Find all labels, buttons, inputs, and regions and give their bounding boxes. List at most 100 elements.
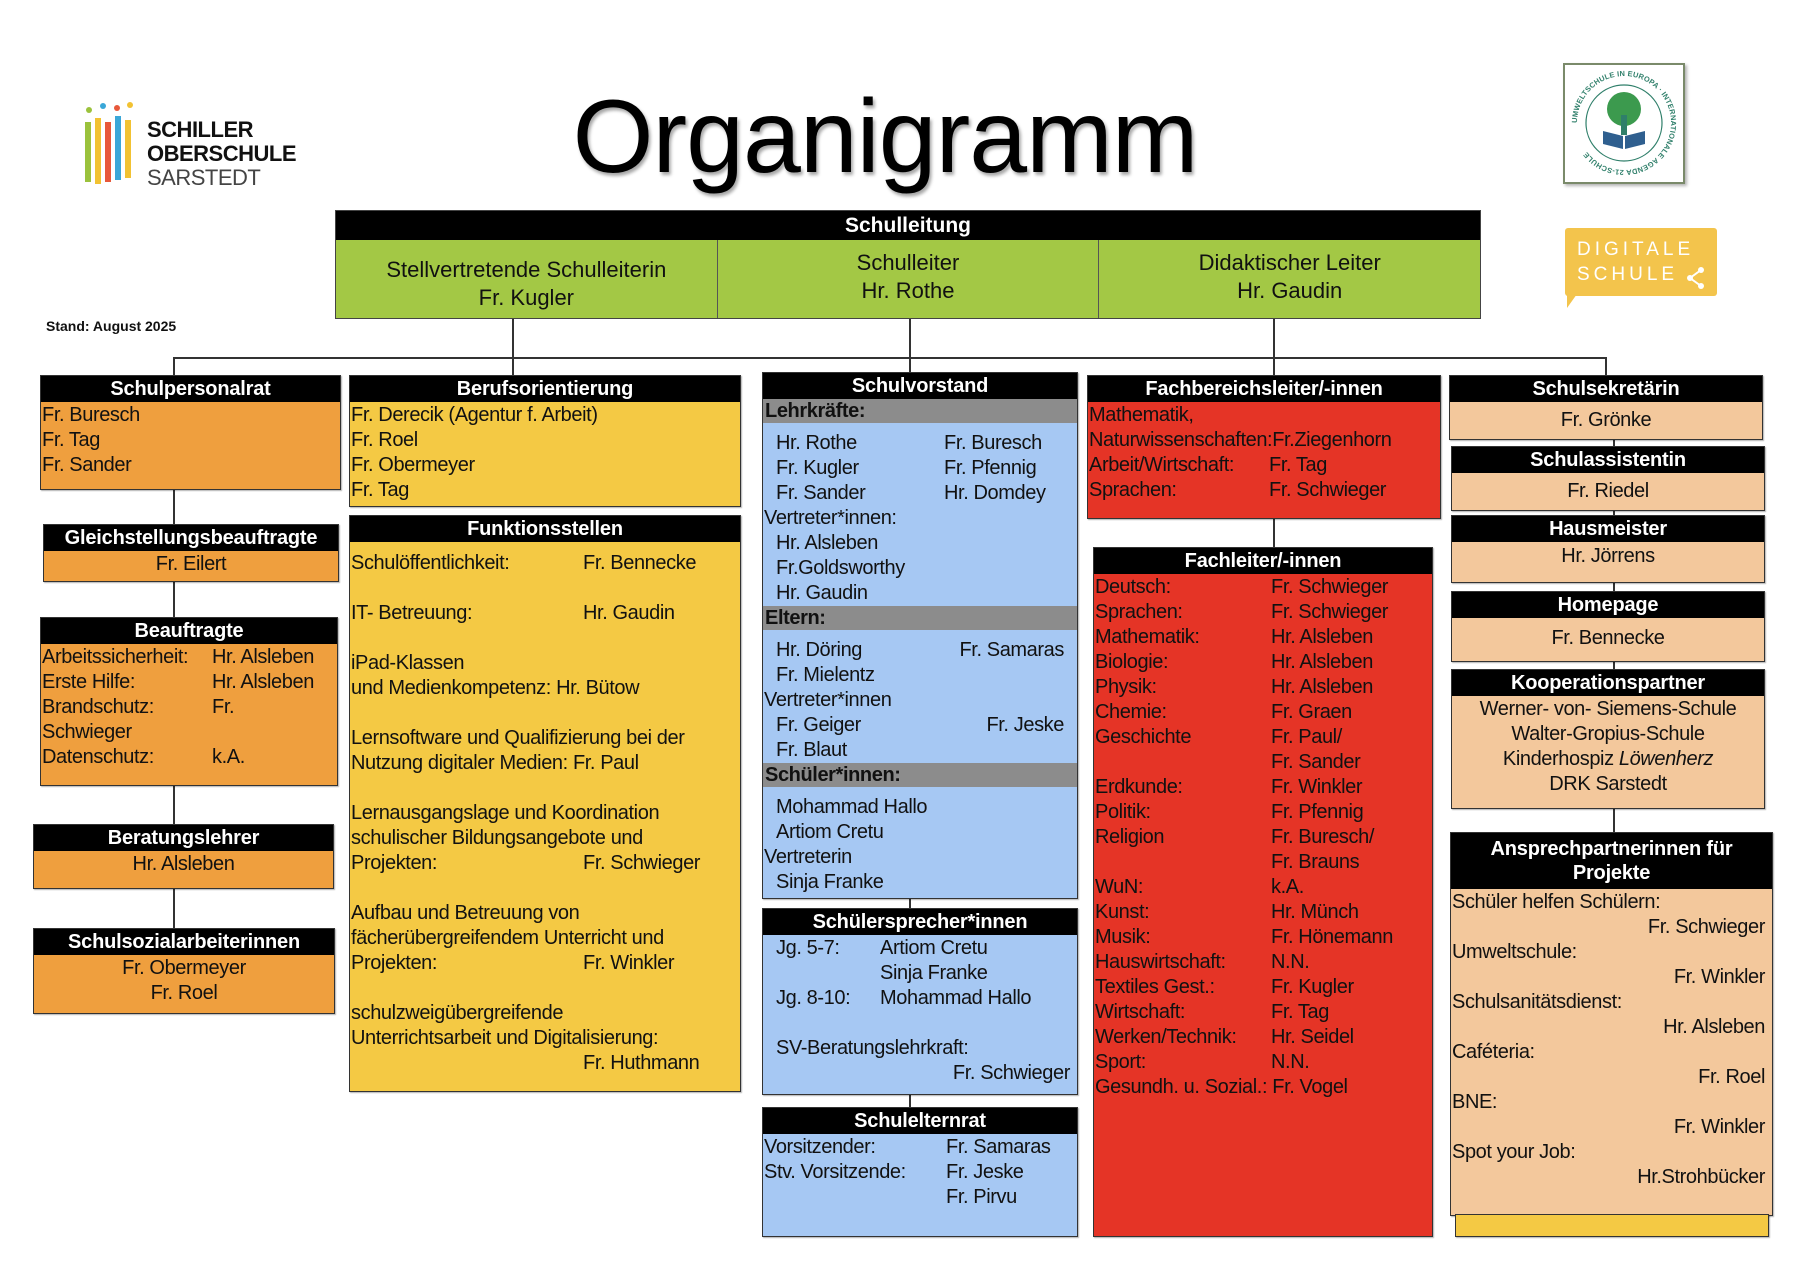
list-item: Physik:Hr. Alsleben: [1095, 675, 1431, 700]
homepage-title: Homepage: [1452, 592, 1764, 618]
entry-text: Nutzung digitaler Medien: Fr. Paul: [351, 752, 639, 774]
list-item: Textiles Gest.: Fr. Kugler: [1095, 975, 1431, 1000]
entry-value: Fr. Bennecke: [583, 552, 697, 574]
entry-label: Brandschutz:: [42, 696, 154, 718]
list-item: Fr. Sander Hr. Domdey: [764, 481, 1076, 506]
list-item: Fr. Riedel: [1453, 479, 1763, 504]
list-item: Vertreterin: [764, 845, 1076, 870]
entry-value: Hr. Seidel: [1271, 1026, 1354, 1048]
entry-value: Artiom Cretu: [880, 937, 988, 959]
entry-value: Fr. Schwieger: [1271, 576, 1389, 598]
entry-label: Projekten:: [351, 952, 438, 974]
decorative-strip: [1455, 1214, 1769, 1237]
entry-label: Erste Hilfe:: [42, 671, 136, 693]
entry-text: Hr. Alsleben: [132, 853, 235, 875]
entry-text: Lernsoftware und Qualifizierung bei der: [351, 727, 685, 749]
entry-value: Hr. Alsleben: [1663, 1016, 1765, 1038]
gleichstellung-title: Gleichstellungsbeauftragte: [44, 525, 338, 551]
tree-book-icon: UMWELTSCHULE IN EUROPA · INTERNATIONALE …: [1570, 69, 1678, 177]
entry-label: Geschichte: [1095, 726, 1192, 748]
entry-value: N.N.: [1271, 951, 1310, 973]
entry-label: Textiles Gest.:: [1095, 976, 1215, 998]
schulelternrat-title: Schulelternrat: [763, 1108, 1077, 1134]
entry-value: Fr. Pirvu: [946, 1186, 1017, 1208]
entry-label: Hr. Rothe: [776, 432, 857, 454]
entry-value: Fr. Brauns: [1271, 851, 1360, 873]
entry-text: Fr. Grönke: [1560, 409, 1652, 431]
list-item: Gesundh. u. Sozial.: Fr. Vogel: [1095, 1075, 1431, 1100]
entry-label: Arbeitssicherheit:: [42, 646, 189, 668]
entry-label: Sprachen:: [1095, 601, 1183, 623]
entry-text: und Medienkompetenz: Hr. Bütow: [351, 677, 640, 699]
ansprechpartner-title: Ansprechpartnerinnen für Projekte: [1451, 833, 1772, 889]
list-item: Fr. Blaut: [764, 738, 1076, 763]
list-item: Deutsch:Fr. Schwieger: [1095, 575, 1431, 600]
umweltschule-logo: UMWELTSCHULE IN EUROPA · INTERNATIONALE …: [1563, 63, 1685, 184]
entry-label: Fr. Sander: [776, 482, 866, 504]
connector-line: [173, 357, 1606, 359]
entry-label: Projekten:: [351, 852, 438, 874]
schulsozial-title: Schulsozialarbeiterinnen: [34, 929, 334, 955]
schulassistentin-title: Schulassistentin: [1452, 447, 1764, 473]
entry-value: Fr. Schwieger: [1269, 479, 1387, 501]
list-item: Umweltschule:: [1452, 940, 1771, 965]
connector-line: [1273, 515, 1275, 550]
entry-text: Fr. Derecik (Agentur f. Arbeit): [351, 404, 598, 426]
list-item: Fr. Schwieger: [764, 1061, 1076, 1086]
entry-value: Fr. Samaras: [959, 639, 1064, 661]
list-item: schulzweigübergreifende: [351, 1001, 739, 1026]
leadership-name: Fr. Kugler: [478, 285, 575, 310]
list-item: Sinja Franke: [764, 961, 1076, 986]
school-logo-line1: SCHILLER: [147, 117, 254, 142]
entry-text: Hr. Alsleben: [776, 532, 878, 554]
entry-value: Fr. Winkler: [1271, 776, 1363, 798]
leadership-role: Didaktischer Leiter: [1198, 250, 1381, 275]
entry-text: Fr. Obermeyer: [351, 454, 475, 476]
list-item: Arbeitssicherheit:Hr. Alsleben: [42, 645, 336, 670]
list-item: Hr. Alsleben: [35, 852, 332, 877]
entry-text: Unterrichtsarbeit und Digitalisierung:: [351, 1027, 659, 1049]
entry-value: Fr. Schwieger: [1647, 916, 1765, 938]
entry-label: Sport:: [1095, 1051, 1146, 1073]
entry-label: Biologie:: [1095, 651, 1169, 673]
entry-text: Mohammad Hallo: [776, 796, 928, 818]
entry-value: Fr. Winkler: [1673, 1116, 1766, 1138]
entry-label: [764, 1185, 946, 1210]
list-item: SV-Beratungslehrkraft:: [764, 1036, 1076, 1061]
beratungslehrer-title: Beratungslehrer: [34, 825, 333, 851]
entry-value: Fr. Kugler: [1271, 976, 1354, 998]
entry-text: BNE:: [1452, 1091, 1498, 1113]
list-item: Schwieger: [42, 720, 336, 745]
list-item: Lernausgangslage und Koordination: [351, 801, 739, 826]
list-item: Hauswirtschaft:N.N.: [1095, 950, 1431, 975]
entry-value: Hr. Domdey: [944, 482, 1046, 504]
list-item: Aufbau und Betreuung von: [351, 901, 739, 926]
entry-value: Hr. Alsleben: [212, 671, 314, 693]
fachbereichsleiter-title: Fachbereichsleiter/-innen: [1088, 376, 1440, 402]
entry-text: DRK Sarstedt: [1549, 773, 1667, 795]
list-item: Schüler helfen Schülern:: [1452, 890, 1771, 915]
list-item: Werken/Technik:Hr. Seidel: [1095, 1025, 1431, 1050]
entry-value: Fr. Jeske: [986, 714, 1064, 736]
entry-text: Aufbau und Betreuung von: [351, 902, 580, 924]
entry-label: [1095, 850, 1271, 875]
list-item: Politik:Fr. Pfennig: [1095, 800, 1431, 825]
entry-label: Fr. Kugler: [776, 457, 859, 479]
list-item: Stv. Vorsitzende:Fr. Jeske: [764, 1160, 1076, 1185]
list-item: Hr. Alsleben: [764, 531, 1076, 556]
entry-value: Fr. Hönemann: [1271, 926, 1393, 948]
list-item: Hr. Jörrens: [1453, 544, 1763, 569]
entry-text: Naturwissenschaften:Fr.Ziegenhorn: [1089, 429, 1392, 451]
entry-value: Hr. Alsleben: [1271, 626, 1373, 648]
